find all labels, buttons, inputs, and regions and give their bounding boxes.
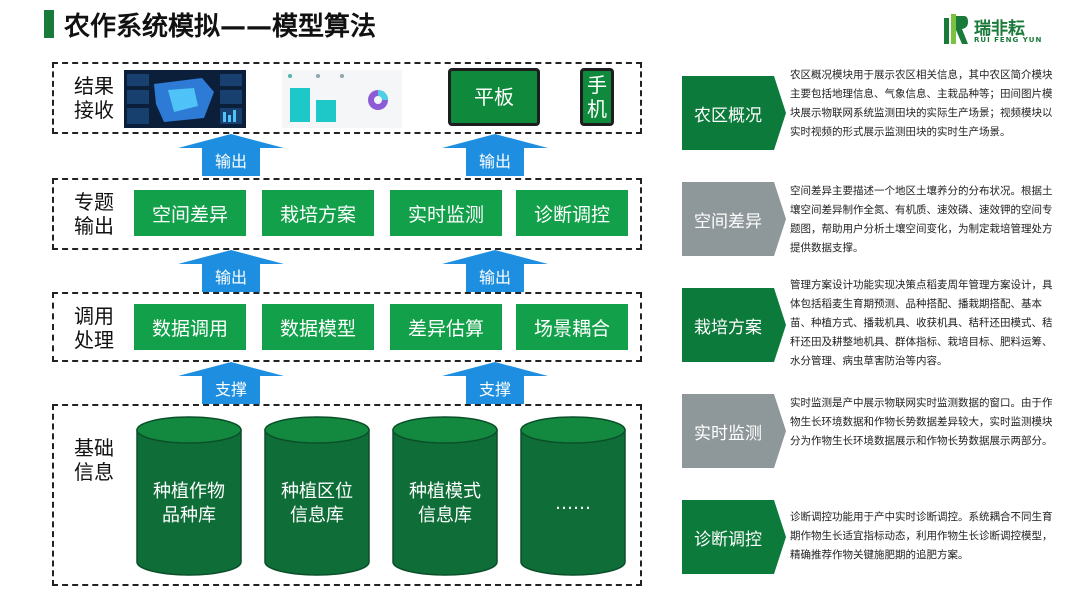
base-layer-label: 基础信息	[74, 436, 114, 484]
database-planting-mode-label: 种植模式信息库	[409, 481, 481, 526]
module-tab-cultivation-plan: 栽培方案	[682, 288, 774, 362]
up-arrow-icon	[178, 134, 284, 176]
module-tab-cultivation-plan-pointer	[774, 288, 786, 362]
statistics-screen-thumbnail	[282, 70, 402, 128]
up-arrow-icon	[442, 362, 548, 404]
module-tab-realtime-monitoring-pointer	[774, 394, 786, 468]
module-tab-area-overview: 农区概况	[682, 76, 774, 150]
logo-subtitle: RUI FENG YUN	[974, 36, 1043, 44]
call-data-model: 数据模型	[262, 304, 374, 350]
database-crop-variety-label: 种植作物品种库	[153, 481, 225, 526]
database-cylinder-icon	[136, 416, 242, 576]
module-tab-area-overview-pointer	[774, 76, 786, 150]
result-layer-label: 结果接收	[74, 74, 114, 122]
module-tab-realtime-monitoring: 实时监测	[682, 394, 774, 468]
support-arrow-right-label: 支撑	[478, 380, 511, 399]
module-desc-area-overview: 农区概况模块用于展示农区相关信息，其中农区简介模块主要包括地理信息、气象信息、主…	[790, 69, 1053, 138]
support-arrow-left-label: 支撑	[214, 380, 247, 399]
brand-logo: 瑞非耘 RUI FENG YUN	[944, 14, 1064, 50]
topic-realtime-monitoring: 实时监测	[390, 190, 502, 236]
output-arrow-left-label: 输出	[214, 152, 247, 171]
database-cylinder-icon	[264, 416, 370, 576]
output-arrow-right-label: 输出	[478, 152, 511, 171]
topic-layer: 专题输出	[52, 178, 642, 250]
dashboard-screen-thumbnail	[124, 70, 246, 128]
up-arrow-icon	[442, 134, 548, 176]
logo-mark-icon	[944, 14, 968, 44]
module-desc-realtime-monitoring: 实时监测是产中展示物联网实时监测数据的窗口。由于作物生长环境数据和作物长势数据差…	[790, 397, 1053, 447]
database-planting-location: 种植区位信息库	[264, 416, 370, 576]
module-tab-spatial-difference: 空间差异	[682, 182, 774, 256]
topic-cultivation-plan: 栽培方案	[262, 190, 374, 236]
call-layer: 调用处理	[52, 292, 642, 362]
result-layer: 结果接收	[52, 62, 642, 134]
call-layer-label: 调用处理	[74, 304, 114, 352]
base-layer: 基础信息	[52, 404, 642, 586]
topic-layer-label: 专题输出	[74, 190, 114, 238]
support-arrow-right: 支撑	[442, 362, 548, 404]
database-planting-location-label: 种植区位信息库	[281, 481, 353, 526]
call-scene-coupling: 场景耦合	[516, 304, 628, 350]
logo-name: 瑞非耘	[974, 19, 1025, 39]
support-arrow-left: 支撑	[178, 362, 284, 404]
topic-spatial-difference: 空间差异	[134, 190, 246, 236]
output-arrow-left: 输出	[178, 134, 284, 176]
topic-diagnosis-control: 诊断调控	[516, 190, 628, 236]
output-arrow-right-2-label: 输出	[478, 268, 511, 287]
module-desc-diagnosis-control: 诊断调控功能用于产中实时诊断调控。系统耦合不同生育期作物生长适宜指标动态，利用作…	[790, 511, 1053, 561]
title-accent-bar	[44, 10, 54, 38]
module-tab-diagnosis-control-pointer	[774, 500, 786, 574]
database-more: ……	[520, 416, 626, 576]
up-arrow-icon	[178, 362, 284, 404]
call-data-retrieval: 数据调用	[134, 304, 246, 350]
output-arrow-left-2-label: 输出	[214, 268, 247, 287]
page-title: 农作系统模拟——模型算法	[64, 12, 377, 42]
output-arrow-right: 输出	[442, 134, 548, 176]
module-tab-spatial-difference-pointer	[774, 182, 786, 256]
up-arrow-icon	[178, 250, 284, 292]
phone-terminal: 手机	[580, 68, 614, 126]
database-planting-mode: 种植模式信息库	[392, 416, 498, 576]
module-desc-spatial-difference: 空间差异主要描述一个地区土壤养分的分布状况。根据土壤空间差异制作全氮、有机质、速…	[790, 185, 1053, 254]
database-cylinder-icon	[392, 416, 498, 576]
call-difference-estimation: 差异估算	[390, 304, 502, 350]
database-cylinder-icon	[520, 416, 626, 576]
output-arrow-right-2: 输出	[442, 250, 548, 292]
output-arrow-left-2: 输出	[178, 250, 284, 292]
tablet-label: 平板	[474, 85, 514, 109]
module-desc-cultivation-plan: 管理方案设计功能实现决策点稻麦周年管理方案设计，具体包括稻麦生育期预测、品种搭配…	[790, 279, 1053, 367]
database-more-label: ……	[555, 493, 591, 514]
module-tab-diagnosis-control: 诊断调控	[682, 500, 774, 574]
up-arrow-icon	[442, 250, 548, 292]
database-crop-variety: 种植作物品种库	[136, 416, 242, 576]
phone-label: 手机	[587, 73, 607, 121]
tablet-terminal: 平板	[448, 68, 540, 126]
